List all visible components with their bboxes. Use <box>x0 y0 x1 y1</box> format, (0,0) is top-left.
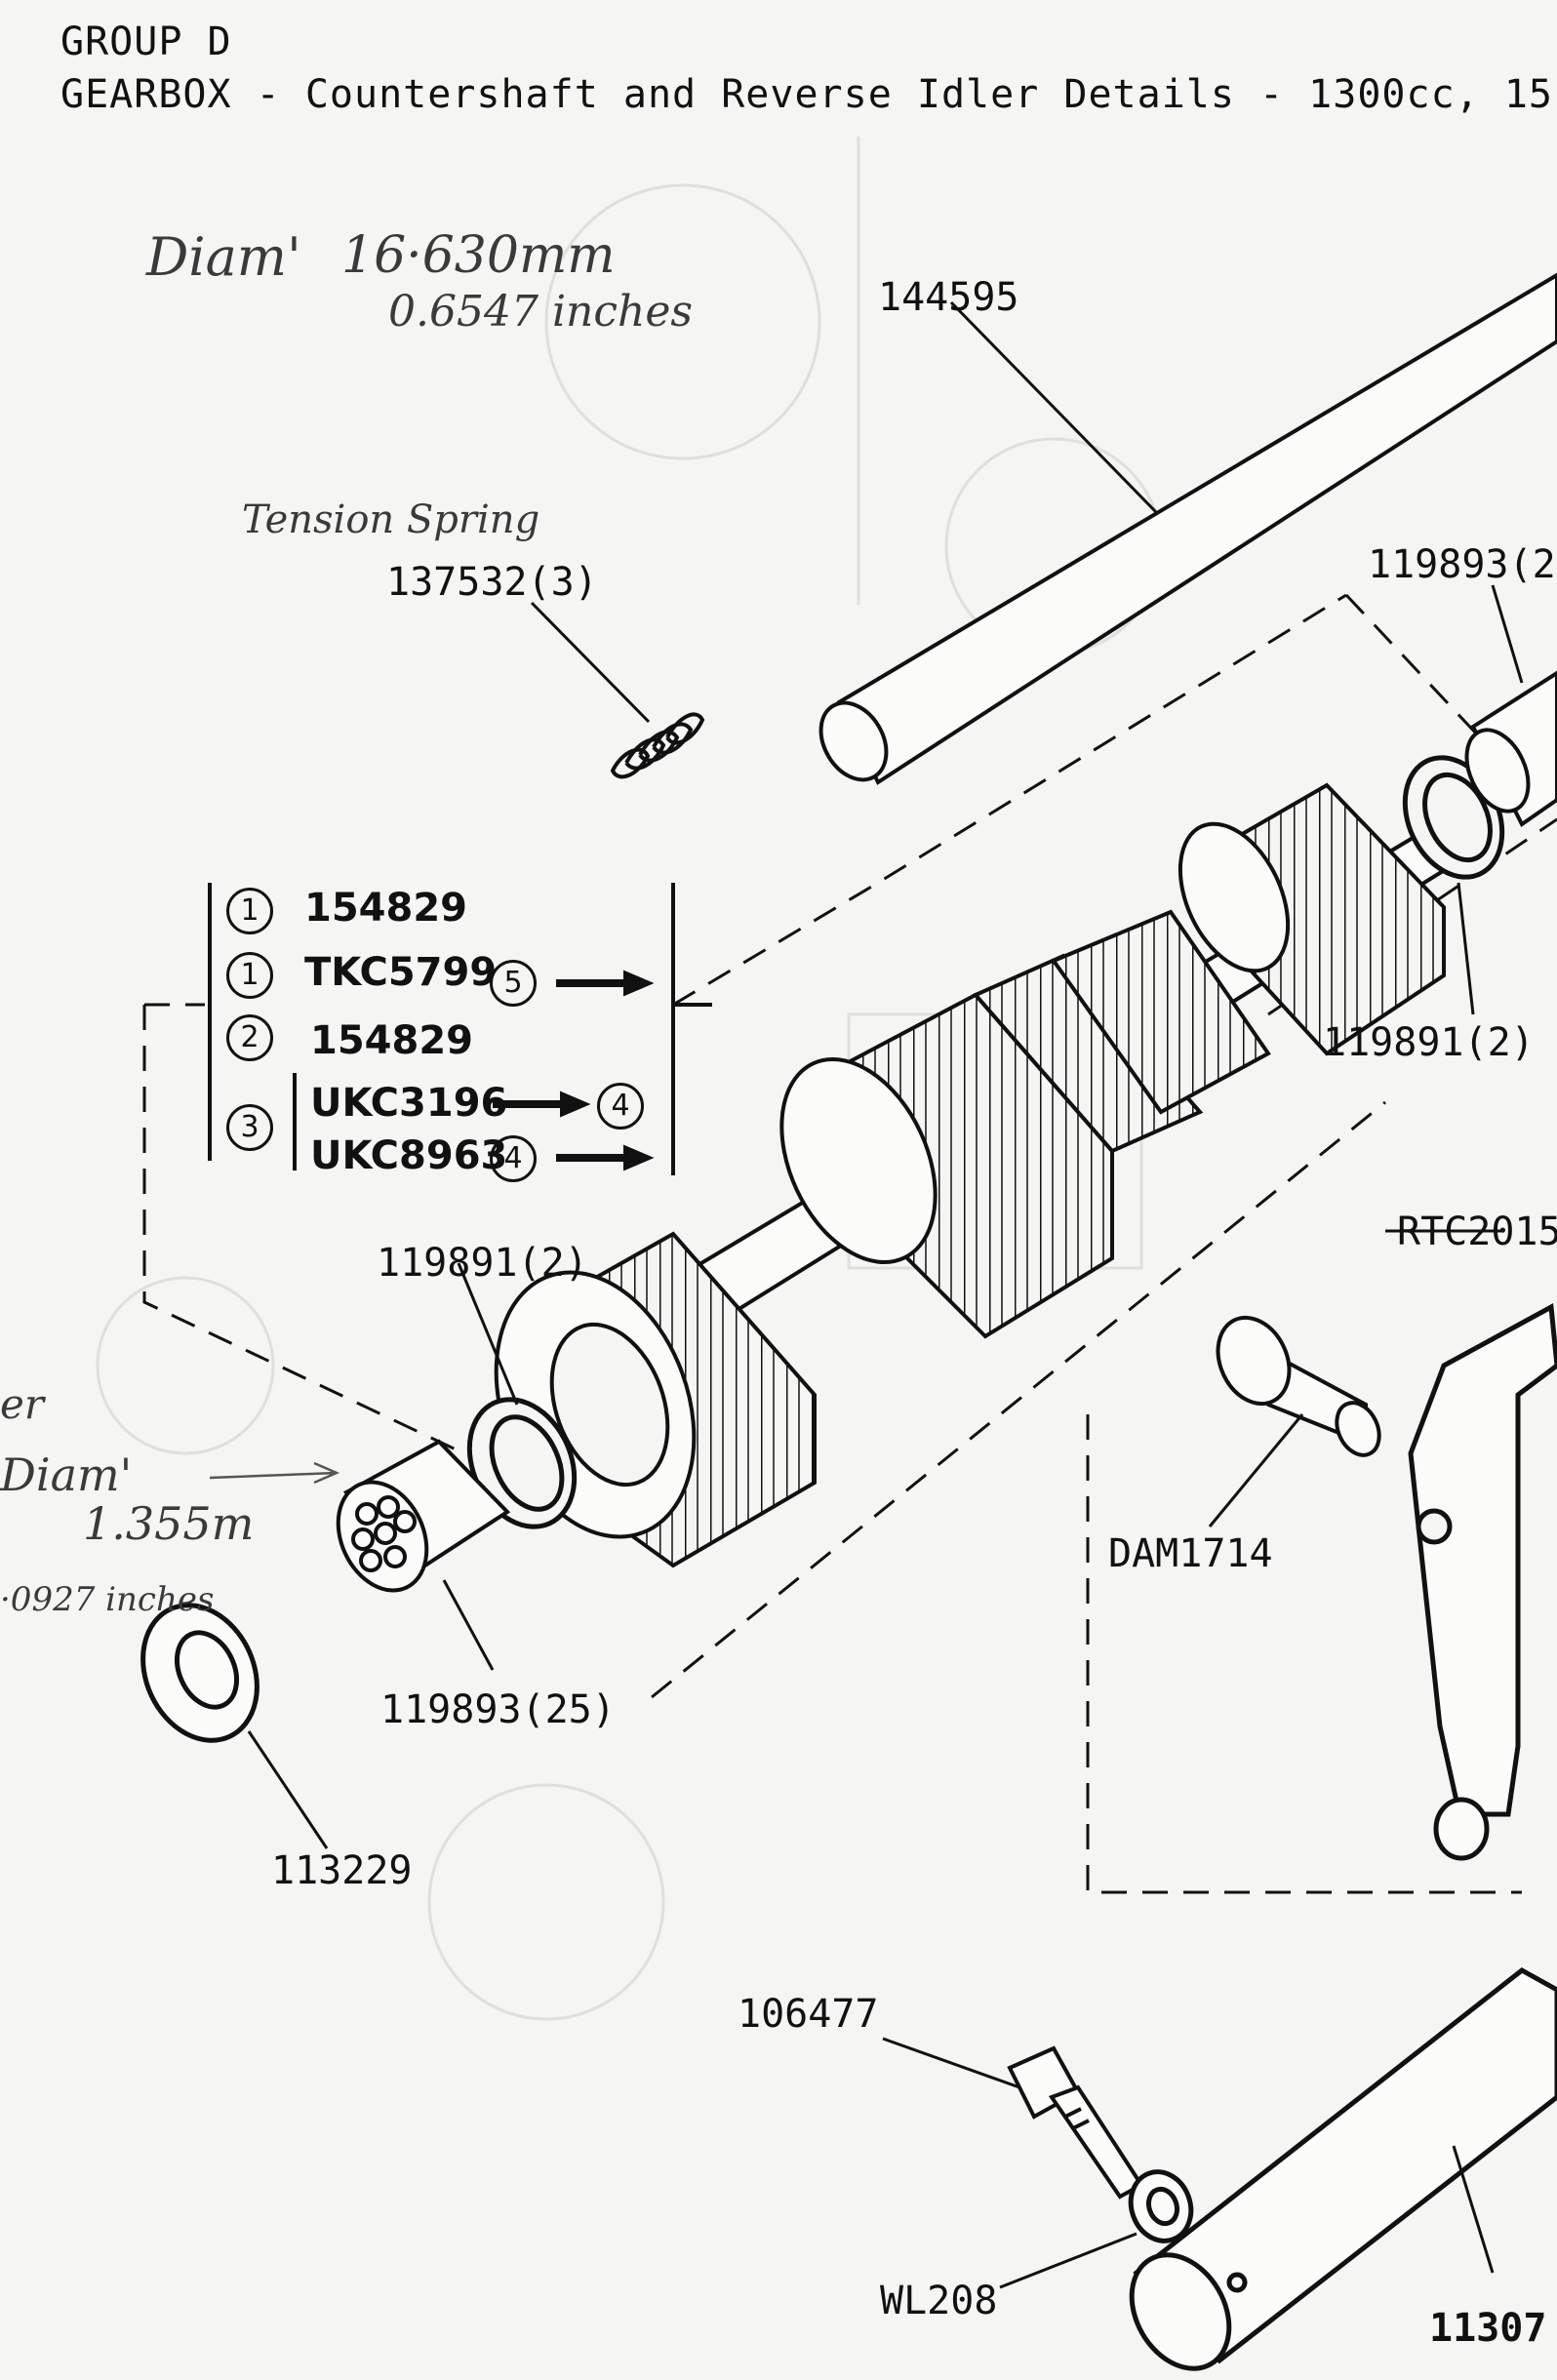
handwritten-tension-spring: Tension Spring <box>242 497 540 542</box>
part-label-wl208: WL208 <box>880 2279 998 2323</box>
gear-cluster <box>494 782 1466 1568</box>
reverse-idler-shaft <box>1129 1967 1557 2371</box>
option-number-badge: 2 <box>226 1014 273 1061</box>
leader-137532 <box>530 601 651 724</box>
leader-113229 <box>247 1730 329 1849</box>
spring-washer-wl208 <box>1128 2169 1194 2243</box>
part-label-119891-left: 119891(2) <box>377 1241 588 1286</box>
part-label-119893-25: 119893(25) <box>380 1687 616 1732</box>
option-arrows <box>493 970 655 1171</box>
part-label-137532: 137532(3) <box>386 560 598 605</box>
option-part: TKC5799 <box>304 950 498 995</box>
option-number-badge: 1 <box>226 952 273 999</box>
part-label-11307: 11307 <box>1429 2306 1547 2351</box>
leader-119891-right <box>1457 882 1475 1015</box>
leader-119893-25 <box>442 1579 495 1671</box>
handwritten-diam-mm: 16·630mm <box>341 226 616 285</box>
handwritten-diam-inches: 0.6547 inches <box>388 287 693 337</box>
handwritten-arrow <box>209 1461 340 1485</box>
option-number-badge: 3 <box>226 1104 273 1151</box>
option-ref-badge: 4 <box>597 1083 644 1130</box>
part-label-113229: 113229 <box>271 1848 413 1893</box>
option-part: 154829 <box>310 1018 473 1063</box>
part-label-dam1714: DAM1714 <box>1108 1531 1273 1576</box>
leader-106477 <box>882 2037 1020 2089</box>
leader-11307 <box>1452 2145 1495 2274</box>
leader-119893-top <box>1491 584 1524 684</box>
needle-rollers-119893-right <box>1464 670 1557 827</box>
part-label-119891-right: 119891(2) <box>1323 1020 1535 1065</box>
part-label-144595: 144595 <box>878 275 1019 320</box>
reverse-lever-rtc2015 <box>1408 1303 1557 1861</box>
option-ref-badge: 4 <box>490 1135 537 1182</box>
handwritten-left-mm: 1.355m <box>83 1497 255 1550</box>
leader-119891-left <box>457 1262 519 1406</box>
part-label-106477: 106477 <box>738 1992 879 2037</box>
group-heading: GROUP D <box>60 20 232 64</box>
option-part: 154829 <box>304 886 467 931</box>
washer-113229 <box>140 1603 260 1743</box>
option-number-badge: 1 <box>226 888 273 934</box>
bolt-106477 <box>1007 2045 1144 2200</box>
option-part: UKC3196 <box>310 1081 508 1126</box>
handwritten-left-note: er <box>0 1380 44 1428</box>
handwritten-left-inches: ·0927 inches <box>0 1580 215 1619</box>
tension-spring-137532 <box>610 712 705 779</box>
part-label-119893-top: 119893(2 <box>1368 542 1556 587</box>
option-part: UKC8963 <box>310 1133 508 1178</box>
needle-rollers-119893-left <box>336 1439 511 1593</box>
leader-144595 <box>949 300 1158 514</box>
leader-wl208 <box>999 2232 1138 2289</box>
options-bracket <box>208 883 712 1175</box>
part-label-rtc2015: RTC2015 <box>1397 1210 1557 1254</box>
pivot-pin-dam1714 <box>1216 1315 1381 1457</box>
handwritten-diam-label: Diam' <box>146 226 301 288</box>
leader-dam1714 <box>1208 1413 1304 1527</box>
countershaft-144595 <box>818 272 1557 785</box>
handwritten-left-diam: Diam' <box>0 1448 133 1501</box>
page-title: GEARBOX - Countershaft and Reverse Idler… <box>60 72 1554 117</box>
option-ref-badge: 5 <box>490 960 537 1007</box>
thrust-washer-119891-left <box>466 1397 578 1529</box>
